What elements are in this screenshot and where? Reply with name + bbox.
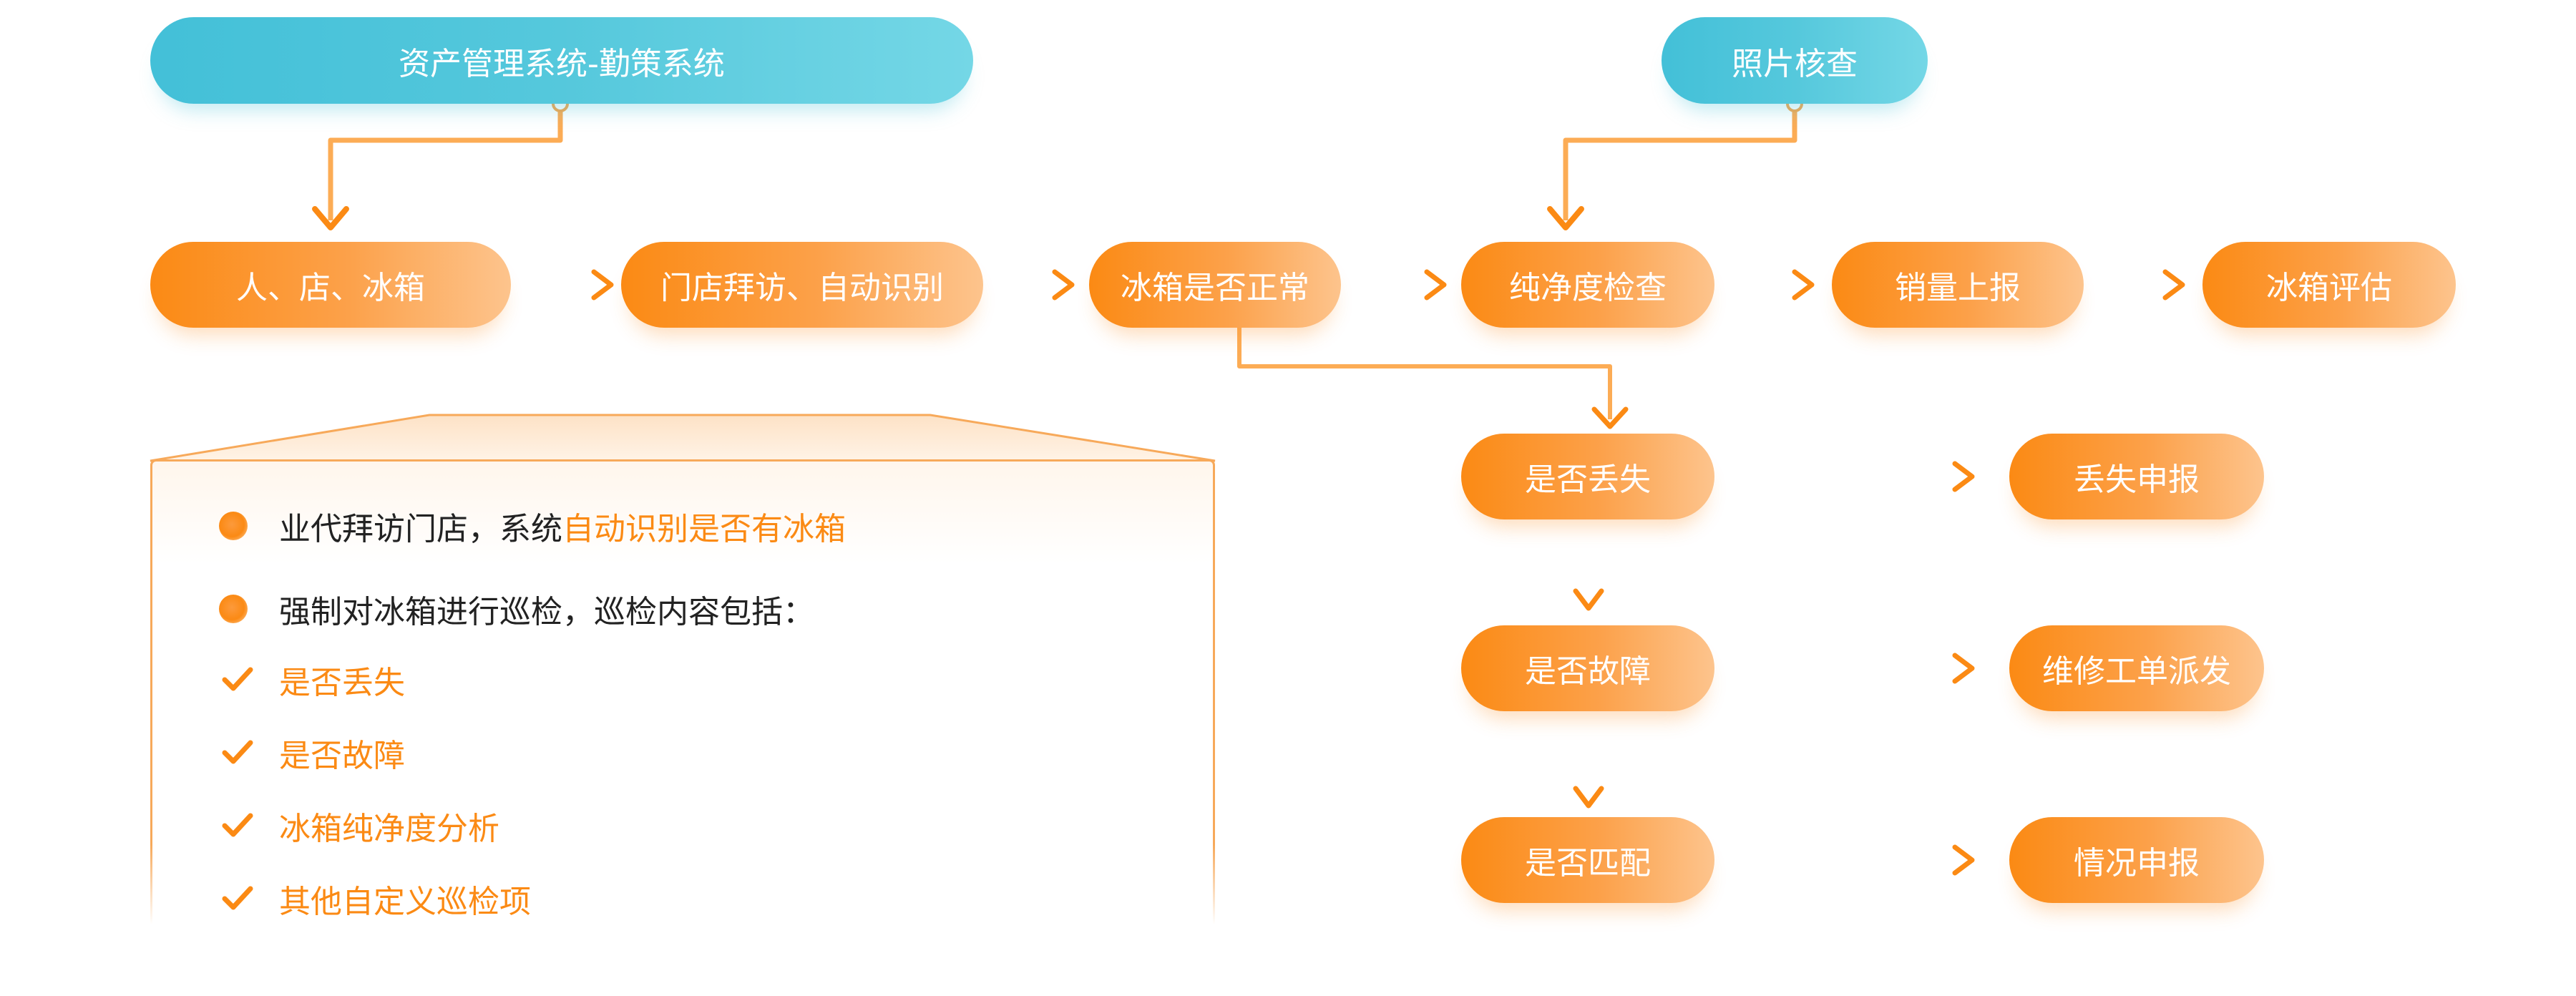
check-node-fault: 是否故障: [1461, 625, 1714, 711]
photo-check-node: 照片核查: [1662, 17, 1928, 104]
arrow-head: [1591, 406, 1629, 429]
panel-check-item: 是否故障: [279, 738, 405, 774]
panel-check-item: 其他自定义巡检项: [279, 884, 531, 920]
flow-node-fridge-normal: 冰箱是否正常: [1089, 242, 1341, 328]
main-flow-arrows: [522, 269, 2185, 301]
arrow-head: [1547, 206, 1584, 230]
check-node-lost: 是否丢失: [1461, 434, 1714, 519]
panel-line1-prefix: 业代拜访门店，系统: [279, 511, 562, 547]
orange-dot-icon: [219, 512, 248, 540]
asset-system-node: 资产管理系统-勤策系统: [150, 17, 973, 104]
check-outcome-arrows: [1730, 461, 1975, 876]
panel-line-inspection: 强制对冰箱进行巡检，巡检内容包括：: [279, 594, 814, 630]
panel-check-item: 冰箱纯净度分析: [279, 811, 499, 847]
panel-header-shape: [150, 414, 1216, 462]
flow-node-store-visit: 门店拜访、自动识别: [621, 242, 983, 328]
check-node-match: 是否匹配: [1461, 817, 1714, 903]
checkmark-icon: [222, 667, 253, 691]
orange-dot-icon: [219, 595, 248, 623]
panel-line-auto-recognize: 业代拜访门店，系统自动识别是否有冰箱: [279, 504, 846, 547]
flow-node-purity-check: 纯净度检查: [1461, 242, 1714, 328]
connector-photo-to-purity: [1563, 104, 1797, 220]
arrow-head: [312, 206, 349, 230]
checkmark-icon: [222, 813, 253, 837]
panel-check-item: 是否丢失: [279, 665, 405, 701]
flow-node-fridge-evaluation: 冰箱评估: [2202, 242, 2456, 328]
check-vertical-arrows: [1573, 531, 1604, 809]
connector-asset-to-flow: [328, 104, 563, 220]
outcome-node-repair-order: 维修工单派发: [2009, 625, 2264, 711]
checkmark-icon: [222, 886, 253, 910]
panel-line1-highlight: 自动识别是否有冰箱: [562, 511, 846, 547]
flow-node-people-store-fridge: 人、店、冰箱: [150, 242, 511, 328]
outcome-node-loss-report: 丢失申报: [2009, 434, 2264, 519]
connector-normal-to-checks: [1237, 328, 1612, 419]
checkmark-icon: [222, 740, 253, 764]
panel-bottom-fade: [143, 844, 1224, 944]
outcome-node-situation-report: 情况申报: [2009, 817, 2264, 903]
flow-node-sales-report: 销量上报: [1832, 242, 2084, 328]
